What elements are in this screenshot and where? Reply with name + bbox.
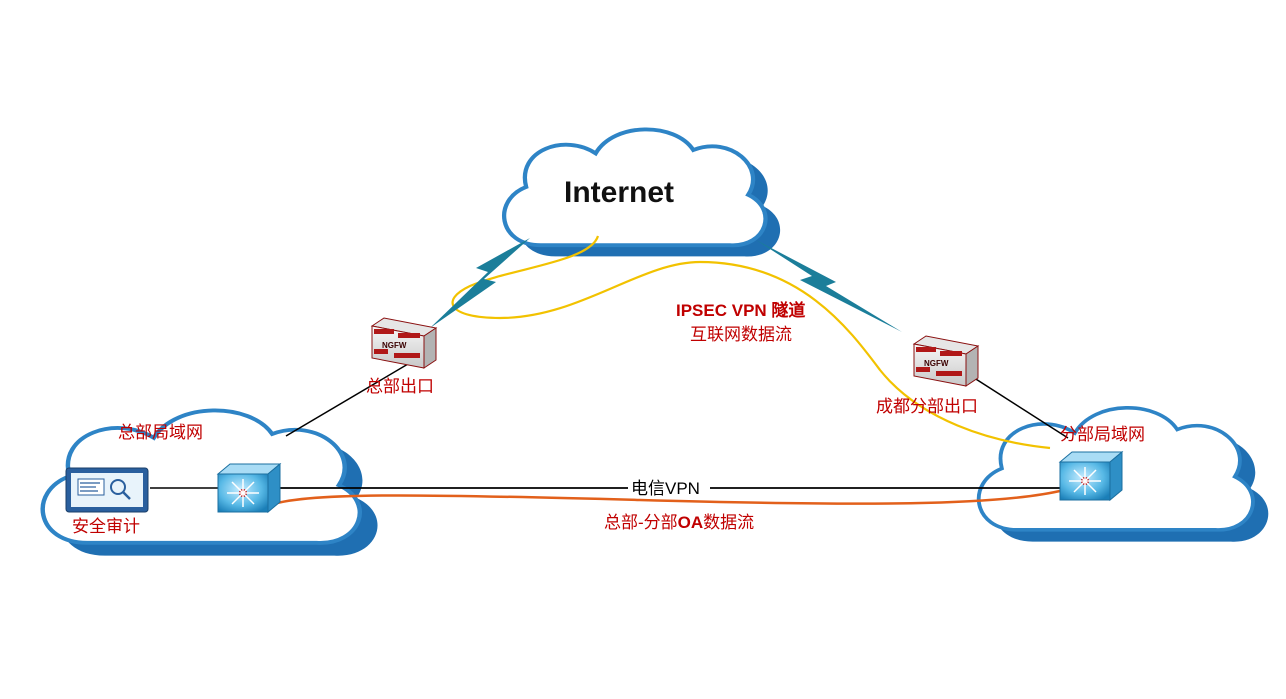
hq-firewall-icon: NGFW <box>370 317 438 369</box>
firewall-badge: NGFW <box>924 359 949 368</box>
hq-l3-switch-icon <box>216 462 282 514</box>
oa-dataflow-label: 总部-分部OA数据流 <box>604 513 754 532</box>
branch-lan-label: 分部局域网 <box>1060 425 1145 444</box>
oa-suffix: 数据流 <box>703 513 754 532</box>
oa-prefix: 总部-分部 <box>604 513 678 532</box>
firewall-badge: NGFW <box>382 341 407 350</box>
hq-lan-label: 总部局域网 <box>118 423 203 442</box>
branch-firewall-icon: NGFW <box>912 335 980 387</box>
internet-label: Internet <box>564 176 674 209</box>
hq-exit-label: 总部出口 <box>366 377 434 396</box>
chengdu-exit-label: 成都分部出口 <box>876 397 978 416</box>
internet-dataflow-label: 互联网数据流 <box>690 325 792 344</box>
ipsec-tunnel-label: IPSEC VPN 隧道 <box>676 300 805 320</box>
branch-uplink-line <box>967 373 1069 439</box>
lightning-icon <box>756 240 902 332</box>
branch-l3-switch-icon <box>1058 450 1124 502</box>
telecom-vpn-label: 电信VPN <box>631 479 700 498</box>
lightning-icon <box>430 238 530 328</box>
audit-monitor-icon <box>65 467 149 513</box>
hq-uplink-line <box>285 363 409 437</box>
oa-flow-line <box>267 488 1065 508</box>
security-audit-label: 安全审计 <box>72 517 140 536</box>
oa-mid: OA <box>678 513 704 532</box>
